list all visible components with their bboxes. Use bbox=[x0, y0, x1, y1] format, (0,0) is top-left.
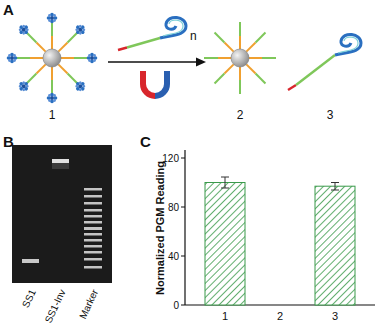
category-label: 3 bbox=[332, 310, 338, 322]
species-number: 2 bbox=[237, 109, 244, 122]
tick-label: 40 bbox=[168, 251, 179, 262]
panel-letter: C bbox=[140, 134, 151, 151]
lane-label: Marker bbox=[77, 288, 100, 321]
panel-letter: B bbox=[3, 134, 14, 151]
repeat-symbol: n bbox=[190, 30, 197, 43]
lane-label: SS1-Inv bbox=[43, 288, 68, 325]
category-label: 2 bbox=[277, 310, 283, 322]
tick-label: 0 bbox=[173, 300, 179, 311]
category-label: 1 bbox=[222, 310, 228, 322]
tick-label: 80 bbox=[168, 202, 179, 213]
panel-letter: A bbox=[3, 2, 14, 19]
lane-label: SS1 bbox=[20, 288, 38, 310]
species-number: 3 bbox=[327, 109, 334, 122]
species-number: 1 bbox=[49, 109, 56, 122]
axis-title: Normalized PGM Reading bbox=[154, 161, 166, 295]
